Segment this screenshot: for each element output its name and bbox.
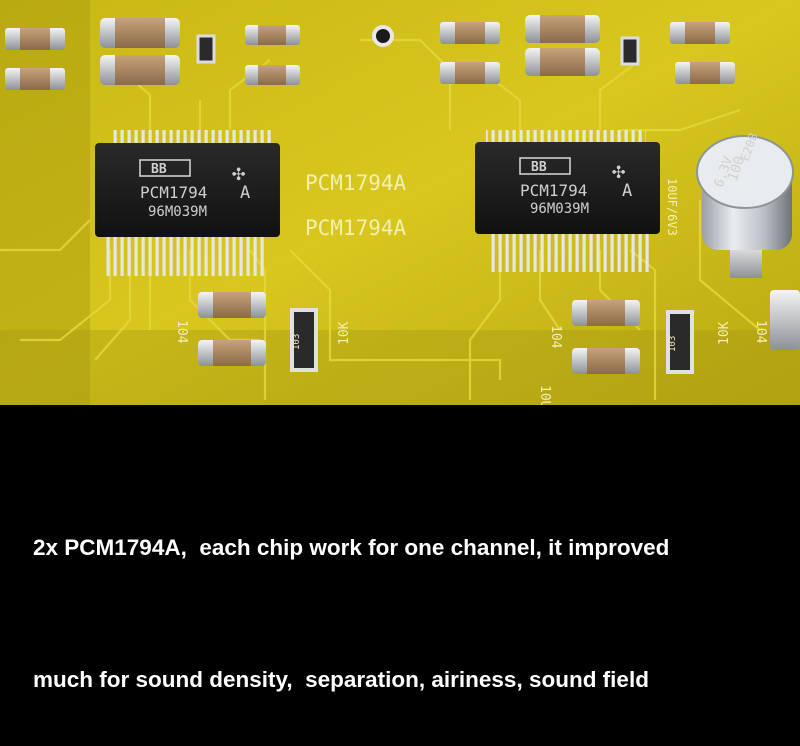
- chip-left-logo: BB: [151, 162, 167, 177]
- chip-right: BB ✣ PCM1794 A 96M039M: [475, 130, 660, 272]
- caption-text: 2x PCM1794A, each chip work for one chan…: [33, 438, 783, 746]
- chip-right-grade: A: [622, 181, 632, 201]
- chip-right-lot: 96M039M: [530, 201, 589, 217]
- chip-left-lot: 96M039M: [148, 204, 207, 220]
- ti-logo-right: ✣: [612, 159, 625, 184]
- label-104-b: 104: [548, 325, 563, 349]
- smd-components-top-left: [5, 18, 300, 90]
- chip-left-logo-box: [139, 159, 191, 177]
- label-10k-left: 10K: [337, 321, 352, 345]
- chip-right-logo-box: [519, 157, 571, 175]
- smd-components-bottom-left: 103: [198, 292, 318, 372]
- chip-left-part: PCM1794: [140, 183, 207, 202]
- res-code-left: 103: [292, 334, 302, 350]
- chip-left-grade: A: [240, 183, 250, 203]
- silk-chip-label-1: PCM1794A: [305, 171, 407, 195]
- label-104-c: 104: [753, 320, 768, 344]
- label-10k-right: 10K: [717, 321, 732, 345]
- smd-components-top-right: [440, 15, 735, 84]
- chip-left: BB ✣ PCM1794 A 96M039M: [95, 130, 280, 276]
- chip-right-part: PCM1794: [520, 181, 587, 200]
- chip-right-logo: BB: [531, 160, 547, 175]
- smd-components-bottom-right: 103: [572, 290, 800, 374]
- ti-logo-left: ✣: [232, 161, 245, 186]
- pcb-photo: BB ✣ PCM1794 A 96M039M BB ✣ PCM1794 A 96…: [0, 0, 800, 405]
- label-10u-6v3: 10UF/6V3: [665, 178, 679, 236]
- label-10u: 10U: [537, 385, 552, 405]
- chip-left-body: [95, 143, 280, 237]
- res-code-right: 103: [668, 336, 678, 352]
- chip-right-body: [475, 142, 660, 234]
- caption-band: [0, 405, 800, 576]
- silk-chip-label-2: PCM1794A: [305, 216, 407, 240]
- electrolytic-capacitor: E20B 100 6.3V: [696, 131, 794, 278]
- caption-line-2: much for sound density, separation, airi…: [33, 667, 649, 692]
- via-hole: [372, 25, 394, 47]
- caption-line-1: 2x PCM1794A, each chip work for one chan…: [33, 535, 670, 560]
- board-left-shade: [0, 0, 90, 405]
- label-104-a: 104: [174, 320, 189, 344]
